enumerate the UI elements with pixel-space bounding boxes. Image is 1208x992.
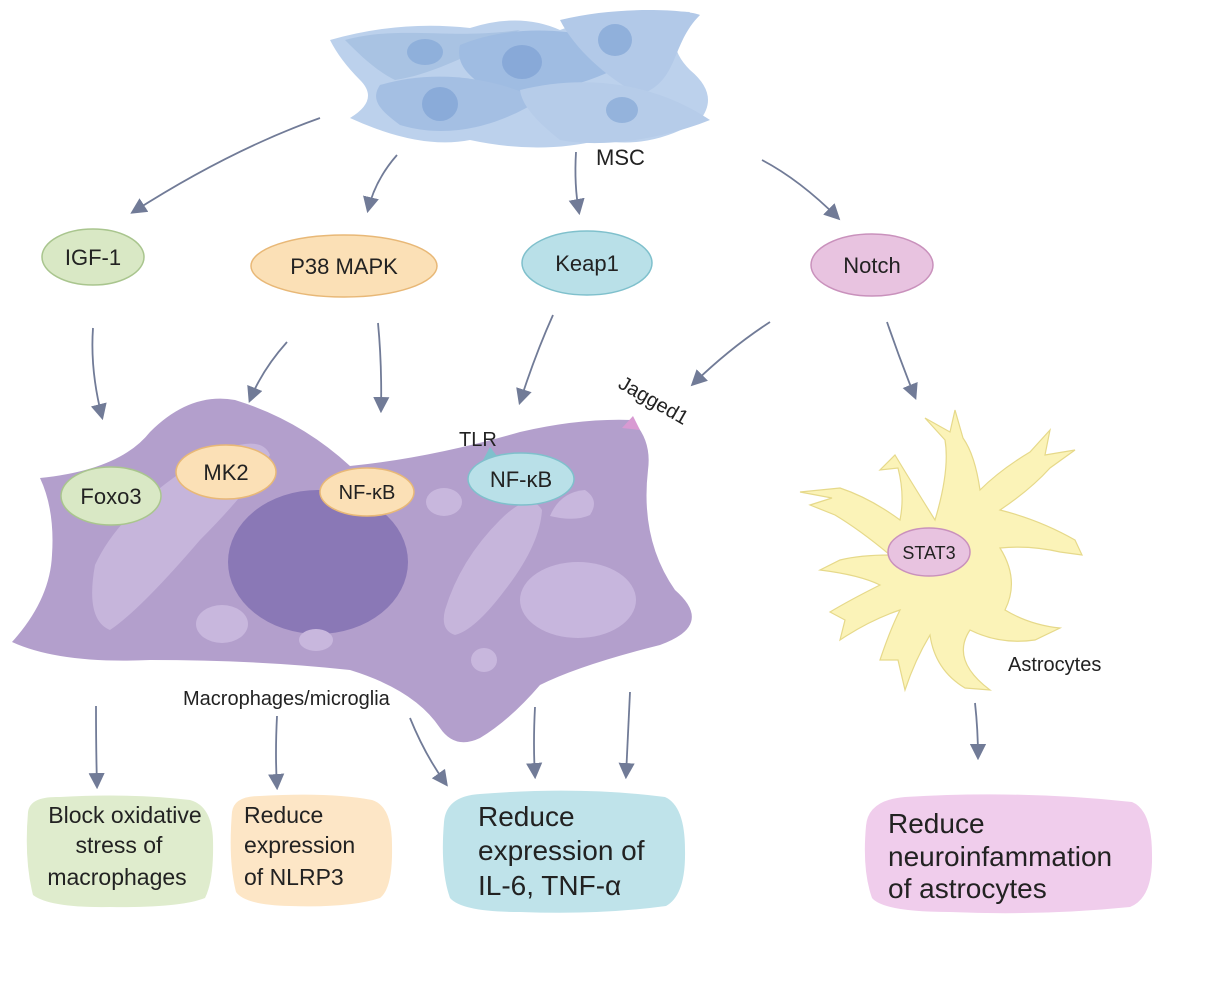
node-notch: Notch — [810, 233, 934, 297]
msc-label: MSC — [596, 145, 645, 170]
outcome-nlrp3: Reduce expression of NLRP3 — [230, 794, 393, 907]
foxo3-label: Foxo3 — [80, 484, 141, 509]
jagged1-receptor-icon — [622, 416, 640, 430]
arrow-notch-astrocyte — [886, 321, 918, 401]
arrow-to-block — [88, 705, 105, 790]
tlr-label: TLR — [459, 429, 497, 451]
keap1-label: Keap1 — [555, 251, 619, 276]
node-nfkb-orange: NF-κB — [319, 467, 415, 517]
arrow-to-il6-b — [526, 706, 543, 780]
nlrp3-line-2: expression — [244, 832, 355, 858]
astrocytes-label: Astrocytes — [1008, 654, 1101, 676]
arrow-notch-jagged1 — [690, 321, 771, 387]
node-keap1: Keap1 — [521, 230, 653, 296]
il6-line-3: IL-6, TNF-α — [478, 870, 621, 901]
astro-line-2: neuroinfammation — [888, 841, 1112, 872]
macrophages-label: Macrophages/microglia — [183, 688, 391, 710]
block-line-1: Block oxidative — [48, 802, 201, 828]
igf1-label: IGF-1 — [65, 245, 121, 270]
msc-cells — [330, 10, 710, 148]
node-foxo3: Foxo3 — [60, 466, 162, 526]
msc-arrows — [130, 117, 841, 221]
arrow-msc-keap1 — [568, 151, 585, 216]
nfkb1-label: NF-κB — [339, 482, 396, 504]
block-line-2: stress of — [76, 832, 164, 858]
arrow-igf1-foxo3 — [90, 327, 107, 421]
cell-arrows — [90, 314, 918, 421]
arrow-keap1-nfkb — [516, 314, 554, 406]
arrow-msc-p38 — [363, 154, 398, 214]
stat3-label: STAT3 — [902, 543, 955, 563]
outcome-block-oxidative: Block oxidative stress of macrophages — [26, 795, 214, 908]
node-p38-mapk: P38 MAPK — [250, 234, 438, 298]
il6-line-2: expression of — [478, 835, 645, 866]
node-mk2: MK2 — [175, 444, 277, 500]
block-line-3: macrophages — [47, 864, 186, 890]
arrow-p38-nfkb — [373, 322, 390, 414]
arrow-to-il6-c — [618, 691, 635, 780]
arrow-p38-mk2 — [247, 341, 288, 404]
arrow-msc-notch — [761, 159, 841, 221]
nlrp3-line-1: Reduce — [244, 802, 323, 828]
arrow-to-astro — [969, 702, 987, 761]
arrow-to-il6-a — [409, 717, 448, 787]
outcome-il6-tnf: Reduce expression of IL-6, TNF-α — [442, 790, 686, 913]
mk2-label: MK2 — [203, 460, 248, 485]
nfkb2-label: NF-κB — [490, 467, 552, 492]
astro-line-1: Reduce — [888, 808, 985, 839]
astro-line-3: of astrocytes — [888, 873, 1047, 904]
p38-label: P38 MAPK — [290, 254, 398, 279]
nlrp3-line-3: of NLRP3 — [244, 864, 344, 890]
outcome-astro: Reduce neuroinfammation of astrocytes — [864, 794, 1153, 914]
arrow-to-nlrp3 — [268, 715, 285, 791]
arrow-msc-igf1 — [130, 117, 321, 214]
node-nfkb-blue: NF-κB — [467, 452, 575, 506]
node-igf1: IGF-1 — [41, 228, 145, 286]
il6-line-1: Reduce — [478, 801, 575, 832]
outcome-arrows — [88, 691, 987, 791]
node-stat3: STAT3 — [887, 527, 971, 577]
notch-label: Notch — [843, 253, 900, 278]
